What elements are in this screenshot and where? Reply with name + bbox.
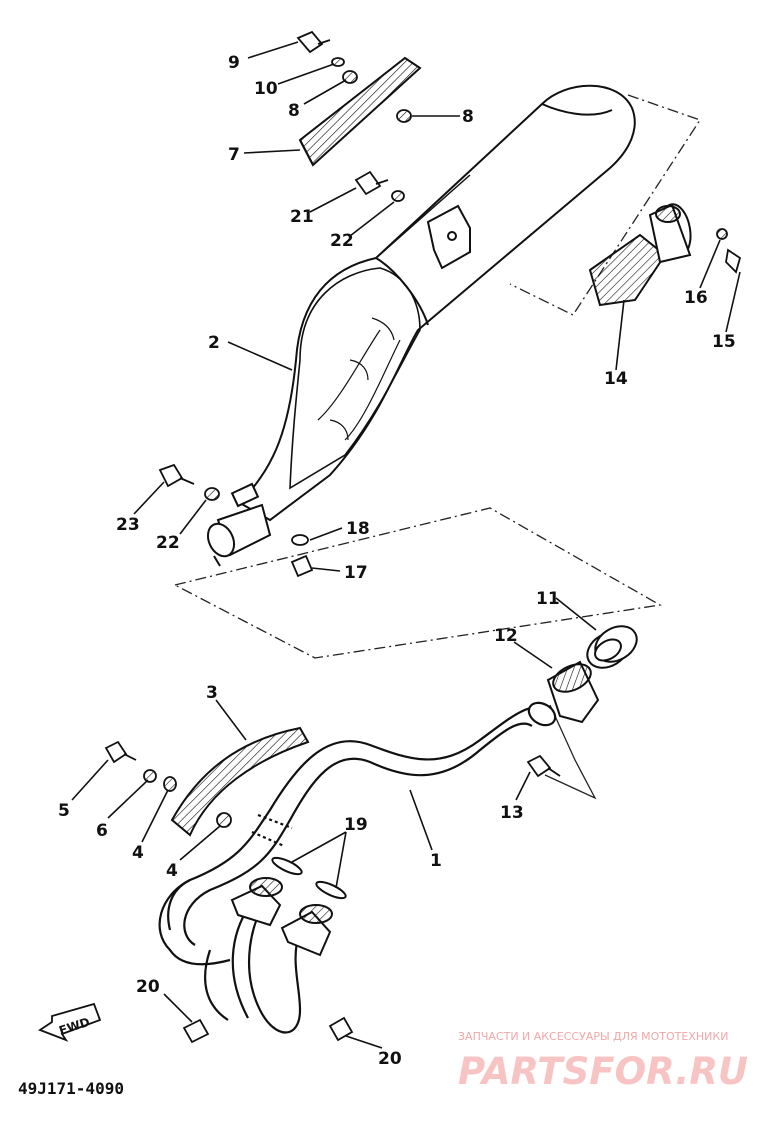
callout-4: 4 bbox=[132, 843, 144, 863]
callout-9: 9 bbox=[228, 53, 240, 73]
callout-10: 10 bbox=[254, 79, 278, 99]
callout-12: 12 bbox=[494, 626, 518, 646]
callout-20: 20 bbox=[136, 977, 160, 997]
group-box-tailpipe bbox=[509, 94, 701, 316]
callout-6: 6 bbox=[96, 821, 108, 841]
exhaust-gaskets[interactable] bbox=[270, 855, 347, 902]
watermark: ЗАПЧАСТИ И АКСЕССУАРЫ ДЛЯ МОТОТЕХНИКИ PA… bbox=[458, 1030, 748, 1093]
muffler-joint[interactable] bbox=[546, 659, 600, 724]
callout-8: 8 bbox=[288, 101, 300, 121]
leader-lines bbox=[71, 41, 741, 1049]
callout-11: 11 bbox=[536, 589, 560, 609]
callout-14: 14 bbox=[604, 369, 628, 389]
callout-20: 20 bbox=[378, 1049, 402, 1069]
callout-16: 16 bbox=[684, 288, 708, 308]
group-box-muffler-joint bbox=[173, 507, 662, 659]
watermark-brand: PARTSFOR.RU bbox=[458, 1050, 748, 1093]
callout-7: 7 bbox=[228, 145, 240, 165]
callout-1: 1 bbox=[430, 851, 442, 871]
callout-15: 15 bbox=[712, 332, 736, 352]
callout-23: 23 bbox=[116, 515, 140, 535]
muffler[interactable] bbox=[203, 84, 636, 567]
exhaust-protector[interactable] bbox=[170, 726, 310, 837]
callout-5: 5 bbox=[58, 801, 70, 821]
callout-18: 18 bbox=[346, 519, 370, 539]
diagram-code: 49J171-4090 bbox=[18, 1079, 124, 1098]
callout-labels: 9 10 8 8 7 21 22 2 16 15 14 23 22 18 17 … bbox=[58, 53, 736, 1069]
callout-2: 2 bbox=[208, 333, 220, 353]
callout-8: 8 bbox=[462, 107, 474, 127]
bolts-and-washers bbox=[104, 30, 742, 1044]
muffler-protector[interactable] bbox=[298, 56, 422, 167]
tail-pipe[interactable] bbox=[588, 202, 694, 307]
callout-13: 13 bbox=[500, 803, 524, 823]
callout-22: 22 bbox=[330, 231, 354, 251]
exhaust-pipe[interactable] bbox=[158, 698, 560, 1034]
callout-17: 17 bbox=[344, 563, 368, 583]
callout-3: 3 bbox=[206, 683, 218, 703]
forward-arrow-icon: FWD bbox=[38, 1002, 102, 1042]
exhaust-flanges[interactable] bbox=[230, 877, 333, 957]
callout-22: 22 bbox=[156, 533, 180, 553]
callout-19: 19 bbox=[344, 815, 368, 835]
callout-21: 21 bbox=[290, 207, 314, 227]
muffler-gasket[interactable] bbox=[581, 619, 643, 675]
callout-4: 4 bbox=[166, 861, 178, 881]
watermark-subtitle: ЗАПЧАСТИ И АКСЕССУАРЫ ДЛЯ МОТОТЕХНИКИ bbox=[458, 1030, 728, 1043]
